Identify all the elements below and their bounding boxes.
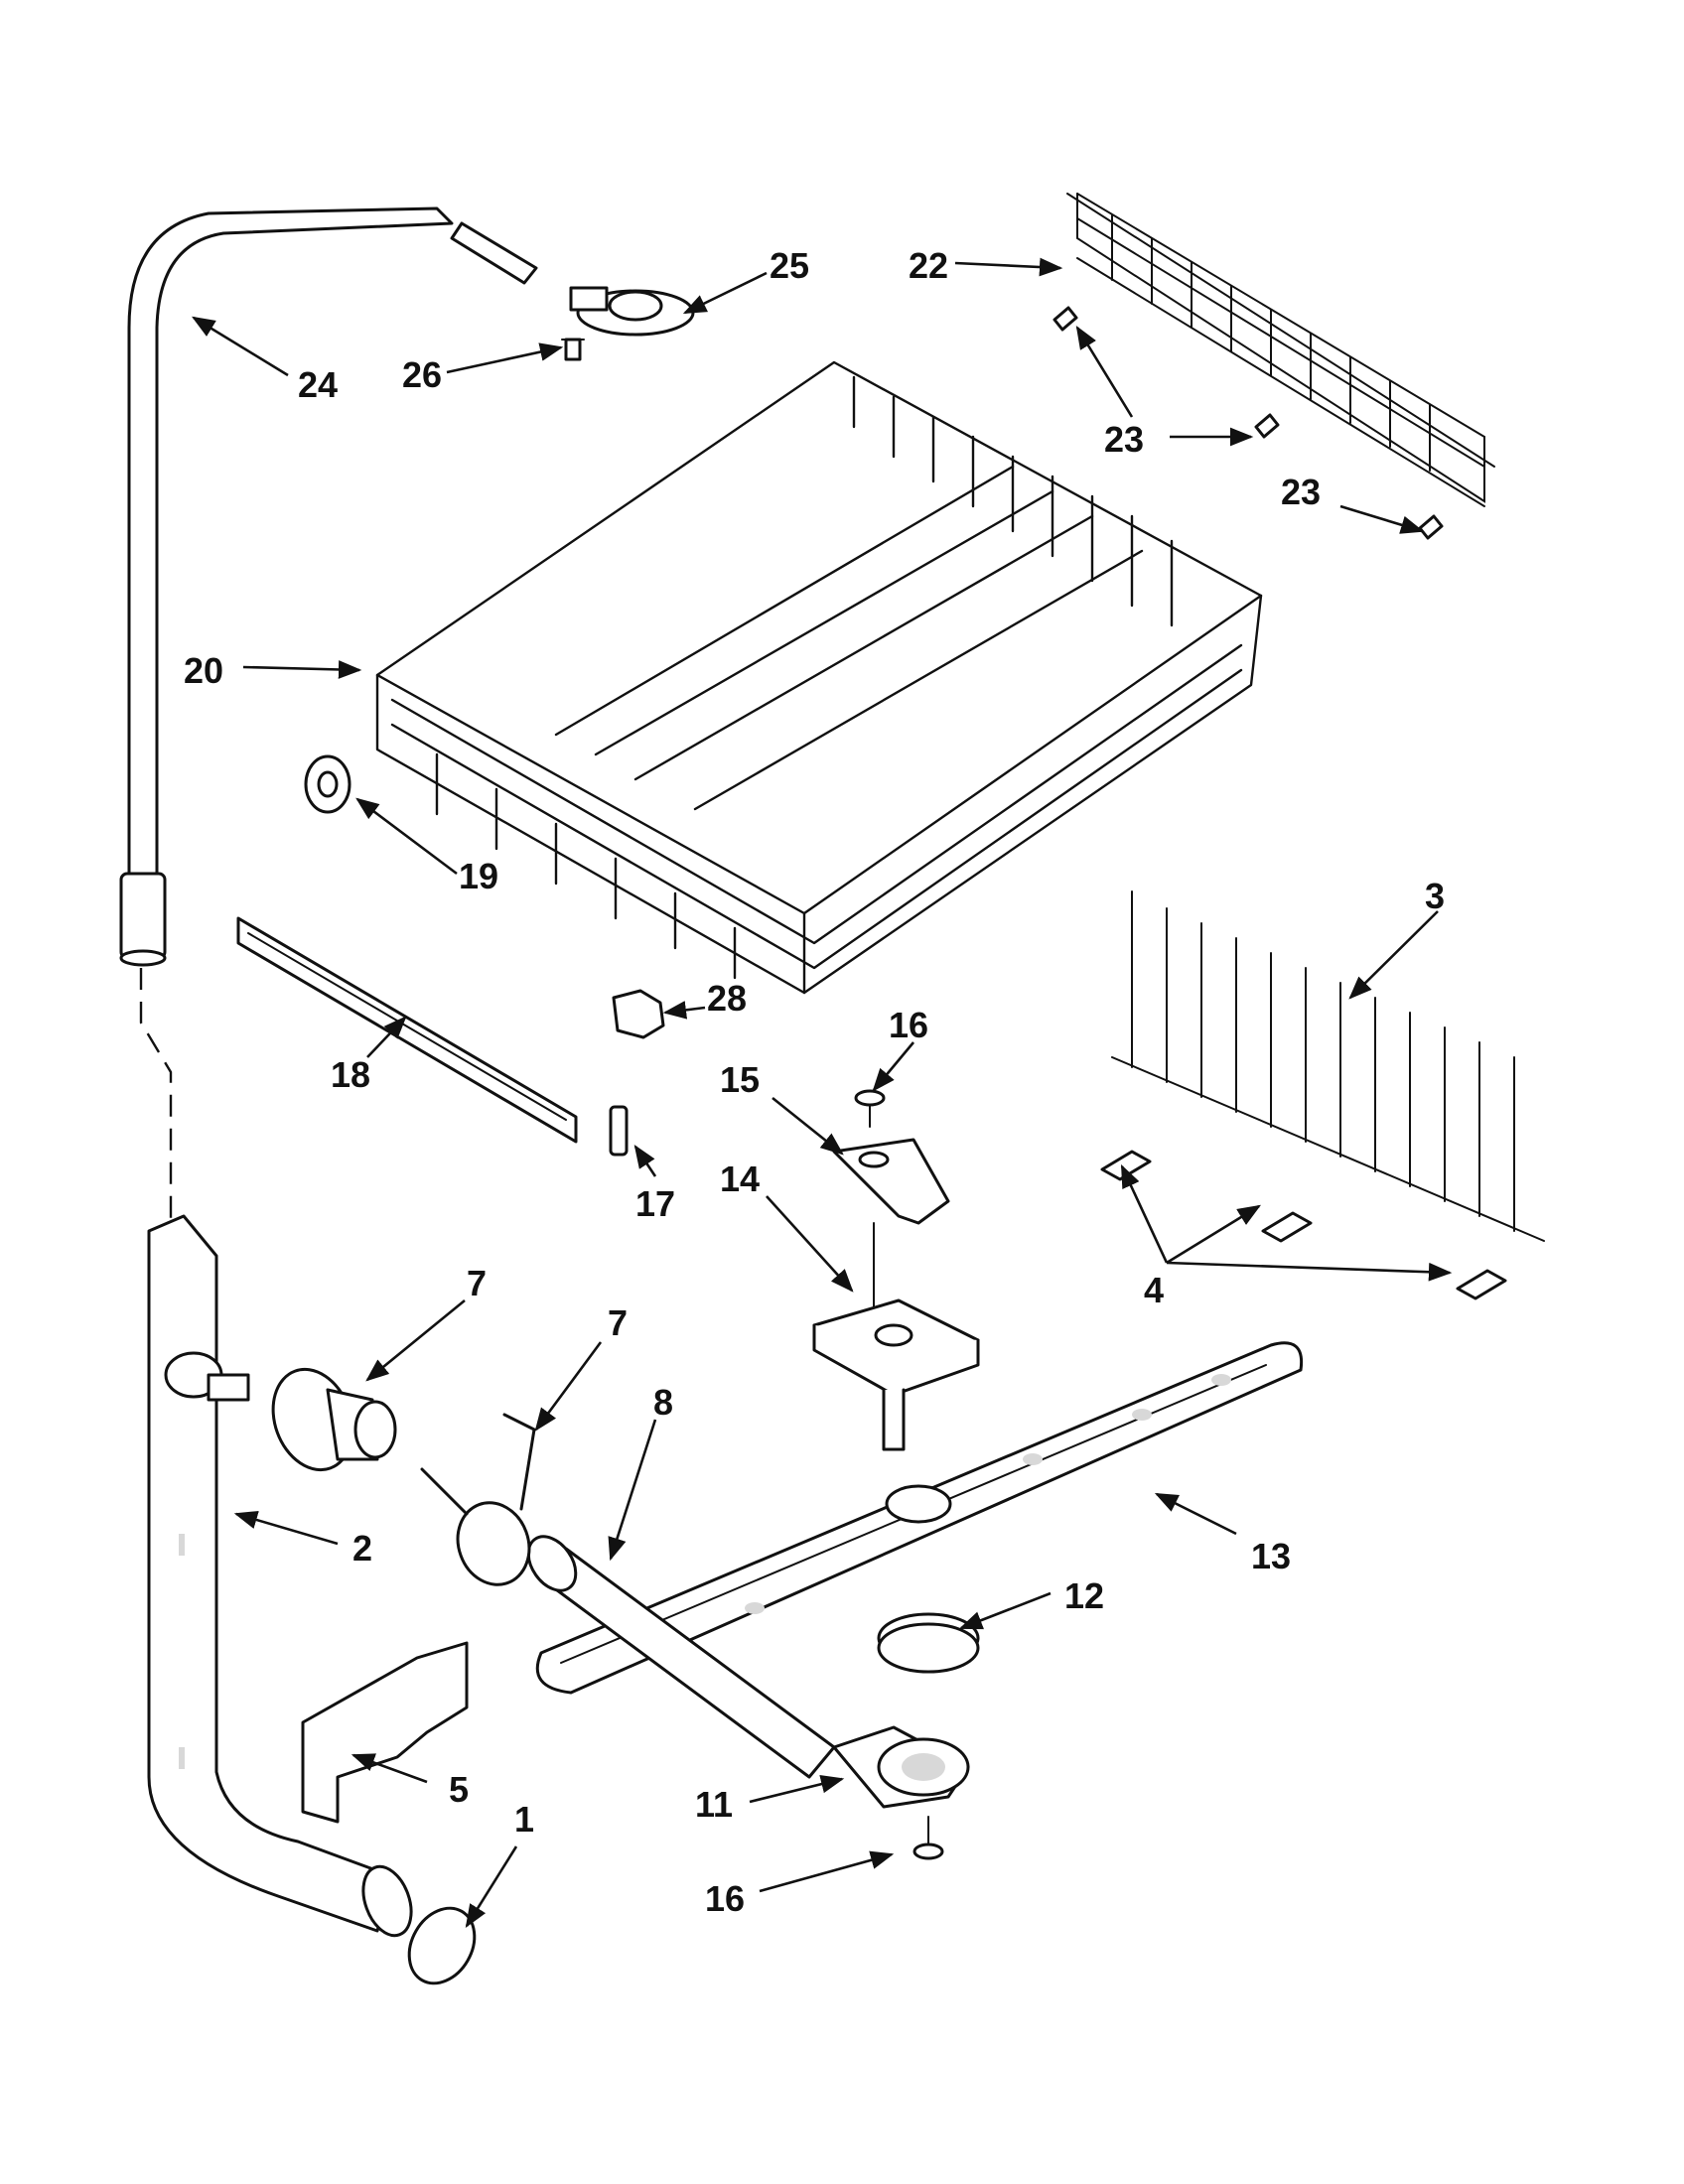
callout-7: 7 bbox=[467, 1263, 487, 1303]
callout-20: 20 bbox=[184, 650, 223, 691]
callout-23-top: 23 bbox=[1104, 419, 1144, 460]
part-25-upper-spray-nozzle bbox=[450, 221, 695, 337]
callout-labels: 24 25 26 22 23 23 20 19 18 28 17 16 15 1… bbox=[184, 245, 1445, 1919]
part-26-screw bbox=[561, 338, 585, 361]
connection-dash-line bbox=[139, 968, 173, 1221]
callout-11: 11 bbox=[695, 1784, 733, 1825]
callout-9: 8 bbox=[653, 1382, 673, 1423]
part-18-rack-rail bbox=[236, 916, 578, 1144]
callout-2: 2 bbox=[352, 1528, 372, 1569]
callout-18: 18 bbox=[331, 1054, 370, 1095]
callout-12: 12 bbox=[1064, 1575, 1104, 1616]
part-16-top-screw bbox=[854, 1089, 886, 1128]
callout-14: 14 bbox=[720, 1159, 760, 1199]
callout-8: 7 bbox=[608, 1302, 628, 1343]
callout-25: 25 bbox=[770, 245, 809, 286]
part-8-clamp bbox=[420, 1413, 536, 1586]
part-16-bottom-screw bbox=[912, 1816, 944, 1860]
part-17-rail-stop bbox=[609, 1105, 629, 1157]
part-14-hub-mount bbox=[812, 1298, 980, 1451]
callout-15: 15 bbox=[720, 1059, 760, 1100]
callout-5: 5 bbox=[449, 1769, 469, 1810]
part-11-spray-hub bbox=[832, 1725, 970, 1809]
part-1-o-ring bbox=[407, 1906, 477, 1985]
callout-17: 17 bbox=[635, 1183, 675, 1224]
part-20-upper-dishrack bbox=[375, 360, 1263, 995]
part-19-rack-wheel bbox=[304, 754, 351, 814]
part-28-cap bbox=[612, 989, 665, 1039]
callout-1: 1 bbox=[514, 1799, 534, 1840]
callout-16-bottom: 16 bbox=[705, 1878, 745, 1919]
part-13-lower-spray-arm bbox=[535, 1341, 1304, 1695]
part-5-tube-bracket bbox=[301, 1641, 469, 1824]
part-23-rack-clips bbox=[1052, 306, 1444, 540]
part-2-lower-supply-tube bbox=[147, 1214, 413, 1938]
callout-13: 13 bbox=[1251, 1536, 1291, 1576]
callout-19: 19 bbox=[459, 856, 498, 896]
leader-arrows bbox=[192, 257, 1453, 1928]
part-7-coupler bbox=[271, 1367, 397, 1472]
callout-3: 3 bbox=[1425, 876, 1445, 916]
callout-22: 22 bbox=[909, 245, 948, 286]
part-15-bracket bbox=[832, 1138, 950, 1225]
callout-16-top: 16 bbox=[889, 1005, 928, 1045]
part-24-supply-tube bbox=[119, 206, 454, 967]
callout-23-bottom: 23 bbox=[1281, 472, 1321, 512]
part-22-rack-grid bbox=[1066, 193, 1495, 507]
part-12-seal-ring bbox=[877, 1612, 980, 1674]
callout-26: 26 bbox=[402, 354, 442, 395]
callout-4: 4 bbox=[1144, 1270, 1164, 1310]
callout-24: 24 bbox=[298, 364, 338, 405]
callout-28: 28 bbox=[707, 978, 747, 1019]
part-3-tine-row bbox=[1111, 890, 1545, 1242]
